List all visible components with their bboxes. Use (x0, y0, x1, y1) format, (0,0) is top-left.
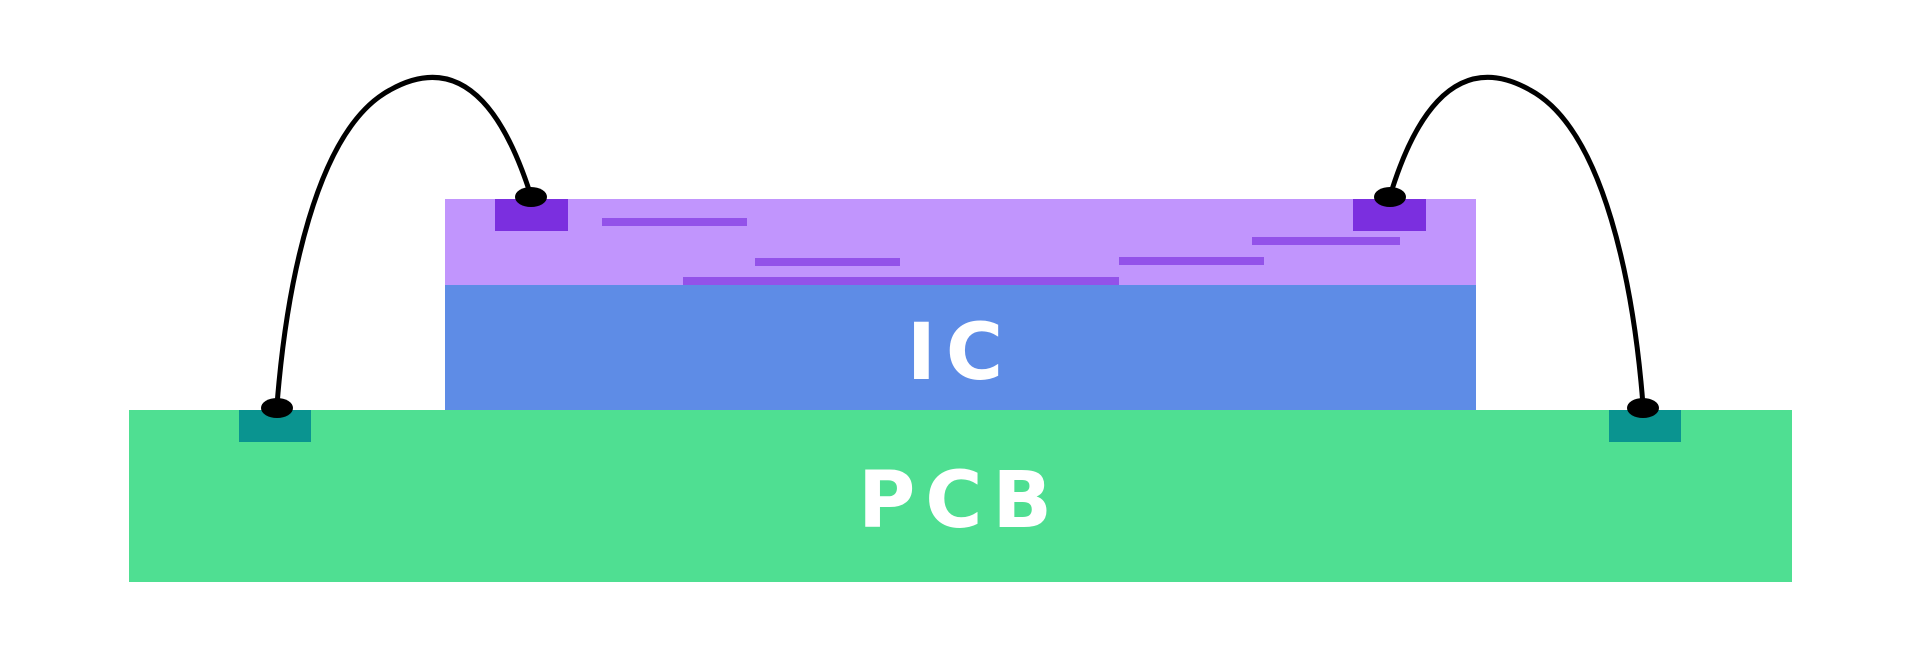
right-pcb-bond-ball (1627, 398, 1659, 418)
right-bond-wire (1387, 74, 1646, 408)
ic-trace (755, 258, 900, 266)
ic-trace (1252, 237, 1400, 245)
ic-trace (683, 277, 1119, 285)
left-pcb-bond-ball (261, 398, 293, 418)
pcb-board (129, 410, 1792, 582)
ic-label: IC (907, 308, 1013, 398)
ic-trace (602, 218, 747, 226)
left-bond-wire (274, 74, 534, 408)
pcb-label: PCB (858, 456, 1062, 546)
left-ic-bond-ball (515, 187, 547, 207)
right-ic-bond-ball (1374, 187, 1406, 207)
ic-body (445, 284, 1476, 410)
ic-traces (602, 218, 1400, 285)
ic-trace (1119, 257, 1264, 265)
